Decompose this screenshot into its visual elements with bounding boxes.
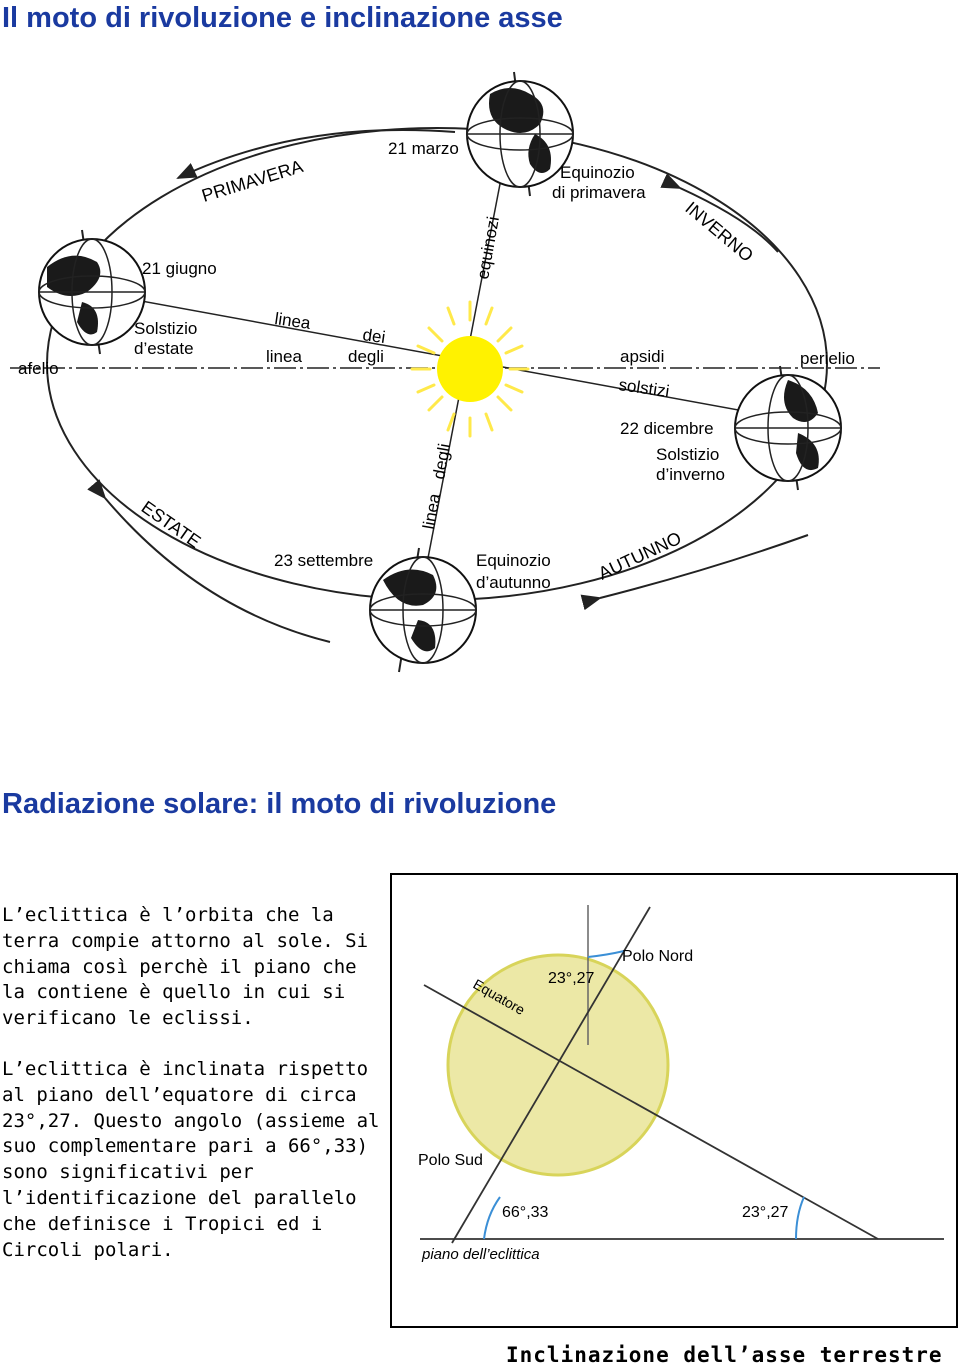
label-angle-right: 23°,27 [742,1204,789,1221]
label-afelio: afelio [18,359,59,378]
label-angle-top: 23°,27 [548,970,595,987]
tilt-diagram: Polo Nord 23°,27 Equatore Polo Sud 66°,3… [418,905,944,1263]
label-solstizio-inverno-1: Solstizio [656,445,719,464]
label-linea-1: linea [273,309,312,333]
label-eq-autunno-2: d’autunno [476,573,551,592]
tilt-figure: Polo Nord 23°,27 Equatore Polo Sud 66°,3… [390,873,958,1328]
sun-rays [410,300,530,438]
label-degli-1: degli [348,347,384,366]
label-linea-3: linea [419,491,444,530]
label-angle-left: 66°,33 [502,1204,549,1221]
label-polo-nord: Polo Nord [622,948,693,965]
label-autunno: AUTUNNO [595,528,684,584]
label-degli-2: degli [429,442,454,481]
label-dei: dei [361,325,386,347]
section-title: Radiazione solare: il moto di rivoluzion… [2,788,557,820]
label-apsidi: apsidi [620,347,664,366]
arrow-primavera [176,128,456,179]
label-linea-2: linea [266,347,302,366]
paragraph-inclinazione: L’eclittica è inclinata rispetto al pian… [2,1058,380,1261]
globe-icon [734,365,842,491]
label-piano: piano dell’eclittica [421,1246,540,1263]
label-settembre: 23 settembre [274,551,373,570]
label-solstizi: solstizi [617,375,670,401]
equator-line [423,984,879,1240]
earth-sphere [446,953,670,1177]
label-polo-sud: Polo Sud [418,1152,483,1169]
figure-caption: Inclinazione dell’asse terrestre [506,1343,943,1367]
angle-arc-right [795,1196,805,1240]
globe-icon [369,547,477,673]
solstices-line [91,291,783,419]
label-eq-autunno-1: Equinozio [476,551,551,570]
label-equinozi: equinozi [473,215,503,281]
orbit-diagram: PRIMAVERA INVERNO ESTATE AUTUNNO 21 marz… [10,71,880,673]
arrow-inverno [660,173,779,253]
earth-axis [451,906,651,1244]
paragraph-eclittica: L’eclittica è l’orbita che la terra comp… [2,904,369,1030]
arrow-estate [87,479,331,643]
angle-arc-left [483,1196,501,1240]
globe-icon [466,71,574,197]
label-solstizio-estate-2: d’estate [134,339,194,358]
angle-arc-top [587,950,625,958]
label-solstizio-inverno-2: d’inverno [656,465,725,484]
page-title: Il moto di rivoluzione e inclinazione as… [2,2,563,34]
label-eq-primavera-2: di primavera [552,183,646,202]
label-eq-primavera-1: Equinozio [560,163,635,182]
label-solstizio-estate-1: Solstizio [134,319,197,338]
label-marzo: 21 marzo [388,139,459,158]
arrow-autunno [580,534,809,611]
label-dicembre: 22 dicembre [620,419,714,438]
label-giugno: 21 giugno [142,259,217,278]
globe-icon [38,229,146,355]
label-perielio: perielio [800,349,855,368]
label-primavera: PRIMAVERA [199,156,305,206]
sun [437,336,503,402]
